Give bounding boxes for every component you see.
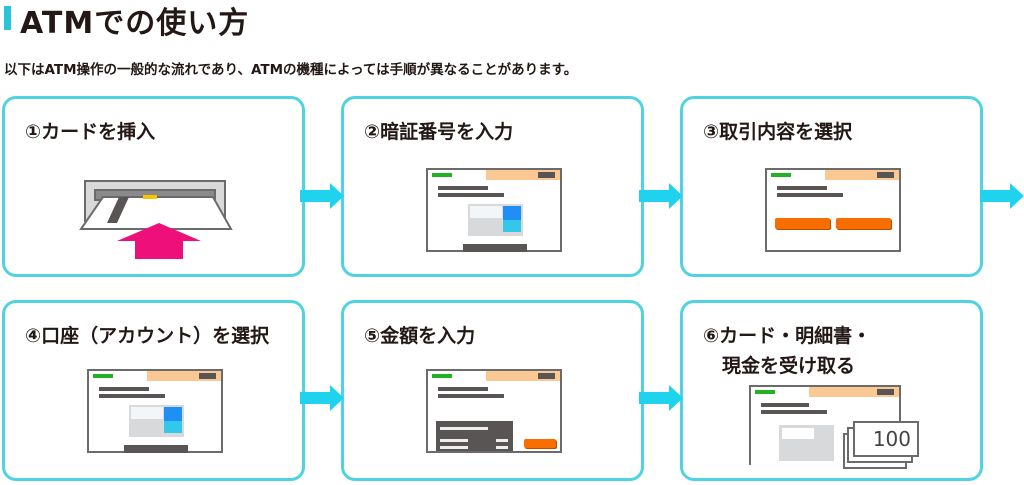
- arrow-right-icon: [639, 385, 683, 411]
- step-card-5: ⑤金額を入力: [341, 300, 644, 481]
- keypad-icon: [468, 204, 523, 236]
- page-title: ATMでの使い方: [20, 6, 250, 41]
- atm-screen-pin: [426, 168, 562, 252]
- atm-screen-transaction: [765, 168, 901, 252]
- step-card-4: ④口座（アカウント）を選択: [2, 300, 305, 481]
- step-title: ⑤金額を入力: [364, 325, 476, 347]
- step-title: ④口座（アカウント）を選択: [25, 325, 270, 347]
- step-card-6: ⑥カード・明細書・ 現金を受け取る 100: [680, 300, 983, 481]
- arrow-right-icon: [980, 183, 1024, 209]
- step-card-2: ②暗証番号を入力: [341, 96, 644, 277]
- card-insert-illustration: [79, 180, 233, 259]
- step-title: ⑥カード・明細書・ 現金を受け取る: [703, 325, 872, 377]
- step-title: ③取引内容を選択: [703, 121, 853, 143]
- title-accent-bar: [4, 6, 11, 30]
- atm-screen-amount: [426, 369, 562, 453]
- arrow-right-icon: [639, 183, 683, 209]
- arrow-right-icon: [300, 183, 344, 209]
- page-subtitle: 以下はATM操作の一般的な流れであり、ATMの機種によっては手順が異なることがあ…: [4, 62, 578, 78]
- banknote-value: 100: [853, 421, 919, 457]
- step-card-3: ③取引内容を選択: [680, 96, 983, 277]
- step-card-1: ①カードを挿入: [2, 96, 305, 277]
- step-title: ①カードを挿入: [25, 121, 156, 143]
- insert-arrow-icon: [117, 223, 201, 259]
- step-title: ②暗証番号を入力: [364, 121, 514, 143]
- arrow-right-icon: [300, 385, 344, 411]
- atm-screen-account: [87, 369, 223, 453]
